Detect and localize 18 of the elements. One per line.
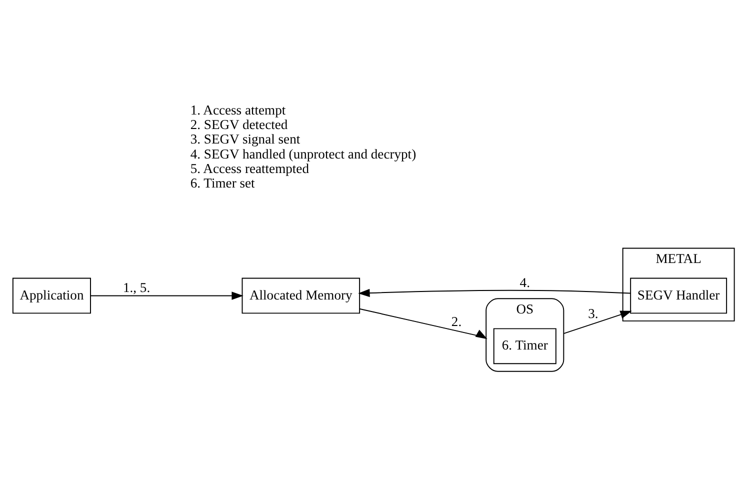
- arrow: [359, 308, 488, 340]
- edge-label: 2.: [451, 314, 462, 329]
- edge-label: 1., 5.: [122, 280, 150, 296]
- arrow: [563, 310, 632, 334]
- edge-label: 4.: [520, 275, 530, 290]
- node-box: 6. Timer: [493, 328, 556, 364]
- node-box: Allocated Memory: [242, 278, 360, 314]
- label: 6. Timer set: [190, 175, 255, 190]
- node-box: SEGV Handler: [630, 278, 728, 314]
- node-box: Application: [12, 278, 91, 314]
- arrow: [358, 288, 631, 298]
- arrow: [90, 292, 244, 300]
- label: 2. SEGV detected: [190, 117, 288, 132]
- edge-label: 3.: [588, 306, 598, 322]
- label: 5. Access reattempted: [190, 160, 310, 176]
- label: 4. SEGV handled (unprotect and decrypt): [190, 146, 416, 162]
- label: 1. Access attempt: [190, 102, 286, 118]
- label: 3. SEGV signal sent: [190, 132, 300, 147]
